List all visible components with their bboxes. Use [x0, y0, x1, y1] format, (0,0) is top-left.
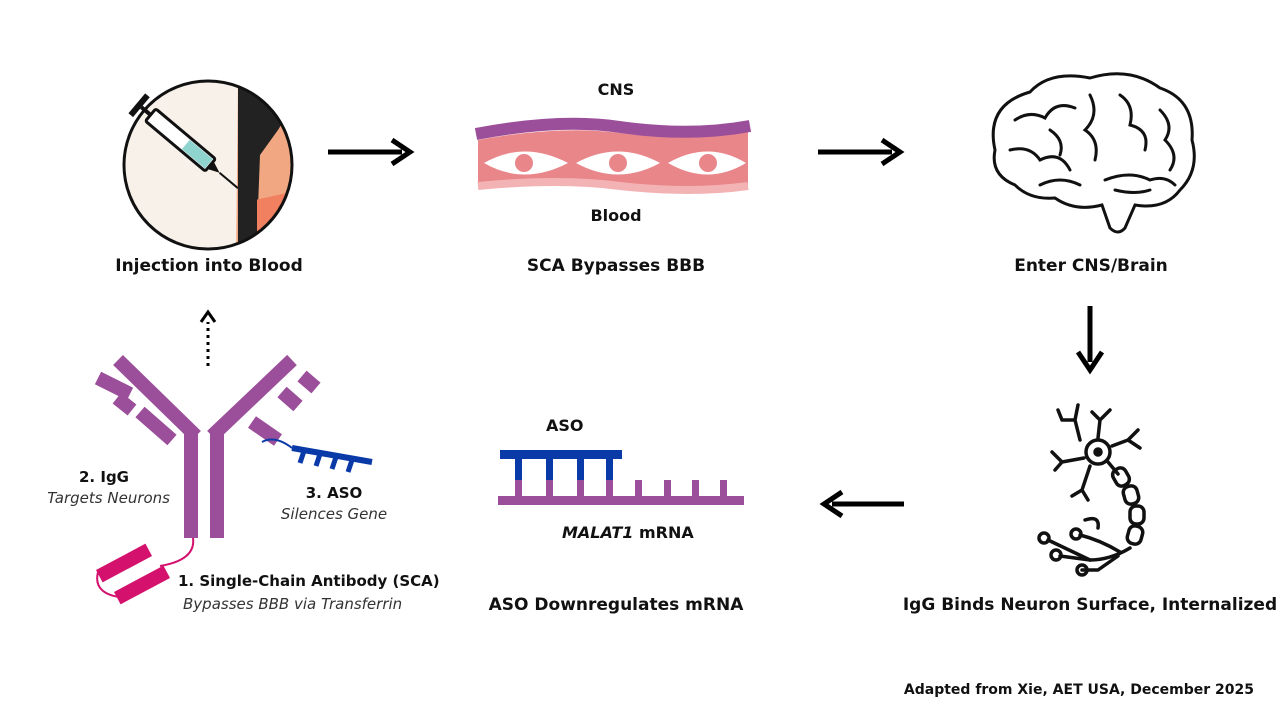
- aso-label: ASO: [546, 416, 584, 435]
- gene-name: MALAT1: [562, 523, 634, 542]
- credit-text: Adapted from Xie, AET USA, December 2025: [903, 682, 1254, 698]
- sca-subtitle: Bypasses BBB via Transferrin: [183, 595, 403, 613]
- step-downregulates-label: ASO Downregulates mRNA: [488, 595, 744, 615]
- mrna-suffix: mRNA: [633, 523, 694, 542]
- igg-subtitle: Targets Neurons: [47, 489, 170, 507]
- mrna-label: MALAT1 mRNA: [562, 523, 694, 542]
- mrna-aso-illustration: [498, 450, 744, 505]
- blood-brain-barrier-illustration: [474, 117, 752, 194]
- neuron-illustration: [1037, 403, 1146, 577]
- igg-title: 2. IgG: [79, 468, 129, 486]
- step-binds-label: IgG Binds Neuron Surface, Internalized: [902, 595, 1278, 615]
- step-injection-label: Injection into Blood: [115, 256, 303, 276]
- step-bypass-label: SCA Bypasses BBB: [526, 256, 706, 276]
- blood-label: Blood: [590, 206, 642, 225]
- aso-title: 3. ASO: [305, 484, 363, 502]
- sca-title: 1. Single-Chain Antibody (SCA): [178, 572, 440, 590]
- injection-illustration: [122, 79, 294, 251]
- aso-subtitle: Silences Gene: [280, 505, 388, 523]
- antibody-illustration: [94, 354, 373, 605]
- step-enter-label: Enter CNS/Brain: [1014, 256, 1168, 276]
- brain-illustration: [991, 72, 1196, 234]
- cns-label: CNS: [597, 80, 635, 99]
